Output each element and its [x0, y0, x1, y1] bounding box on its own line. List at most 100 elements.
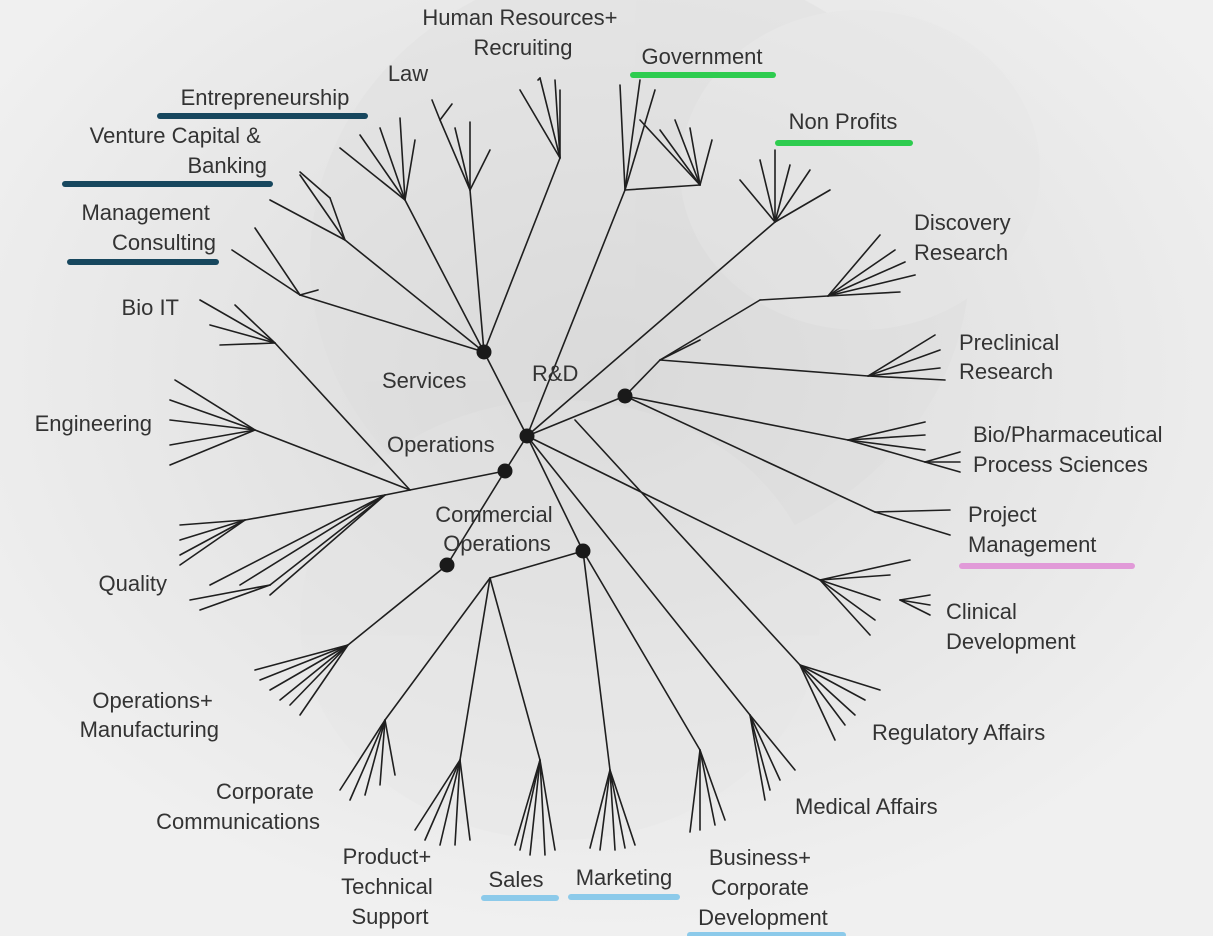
branch-medical-affairs-tip	[749, 714, 781, 781]
branch-preclinical-tip	[867, 375, 946, 381]
branch-operations-manufacturing-tip	[289, 644, 349, 706]
branch-medical-affairs-tip	[749, 714, 771, 791]
branch-clinical-tip	[819, 579, 881, 601]
label-quality: Quality	[99, 571, 167, 596]
branch-clinical-sub-tip	[899, 599, 931, 616]
branch-sales-tip	[519, 759, 541, 851]
branch-regulatory-stem	[574, 419, 801, 666]
branch-preclinical-stem	[659, 359, 869, 377]
branch-government-b-tip	[639, 119, 701, 186]
branch-regulatory-tip	[799, 664, 866, 701]
label-technical-support: Product+ Technical Support	[341, 844, 439, 929]
branch-sales-tip	[539, 759, 546, 856]
hub-node-rnd	[519, 428, 535, 444]
background-portrait	[300, 0, 1040, 840]
branch-bio-it-tip	[209, 324, 276, 344]
branch-sales-tip	[539, 759, 556, 851]
branch-engineering-tip	[174, 379, 256, 431]
branch-business-development-stem	[582, 550, 701, 751]
branch-network	[169, 77, 961, 856]
branch-marketing-tip	[609, 769, 616, 851]
branch-government-a-tip	[619, 84, 626, 191]
branch-medical-affairs-stem	[526, 435, 751, 716]
label-entrepreneurship: Entrepreneurship	[181, 85, 350, 110]
branch-quality-a-tip	[239, 494, 386, 586]
branch-corporate-communications-tip	[384, 719, 396, 776]
branch-government-b-tip	[699, 139, 713, 186]
branch-corporate-communications-tip	[349, 719, 386, 801]
branch-discovery-tip	[827, 274, 916, 297]
label-human-resources: Human Resources+ Recruiting	[422, 5, 623, 60]
branch-quality-c-tip	[179, 519, 246, 526]
branch-process-sciences-tip	[847, 439, 926, 451]
branch-discovery-stem	[759, 295, 829, 301]
branch-technical-support-tip	[424, 759, 461, 841]
branch-corporate-communications-stem	[384, 577, 491, 721]
branch-commercial-left	[489, 550, 584, 579]
label-engineering: Engineering	[35, 411, 152, 436]
branch-clinical-sub-tip	[899, 594, 931, 601]
branch-project-management-tip	[874, 509, 951, 513]
branch-operations-manufacturing-tip	[299, 644, 349, 716]
branch-law-tip	[469, 149, 491, 191]
branch-engineering-tip	[169, 429, 256, 466]
label-business-development: Business+ Corporate Development	[698, 845, 828, 930]
branch-quality-c-tip	[179, 519, 246, 541]
branch-vc-sub	[299, 171, 331, 199]
hub-nodes	[439, 344, 633, 573]
branch-marketing-tip	[599, 769, 611, 851]
branch-corporate-communications-tip	[364, 719, 386, 796]
branch-regulatory-tip	[799, 664, 881, 691]
hub-label-commercial: Commercial	[435, 502, 552, 527]
branch-clinical-stem	[526, 435, 821, 581]
trunk-operations-left	[446, 470, 506, 566]
label-preclinical-research: Preclinical Research	[959, 330, 1065, 384]
branch-government-a-stem	[526, 189, 626, 437]
branch-process-sciences-tip	[847, 434, 926, 441]
trunk-services	[483, 351, 528, 437]
label-marketing: Marketing	[576, 865, 673, 890]
branch-discovery-tip	[827, 291, 901, 297]
branch-operations-manufacturing-tip	[269, 644, 349, 691]
career-labels: Human Resources+ Recruiting Law Entrepre…	[35, 5, 1163, 930]
label-corporate-communications: Corporate Communications	[156, 779, 320, 834]
branch-process-sciences-stem	[624, 395, 849, 441]
label-non-profits: Non Profits	[789, 109, 898, 134]
branch-technical-support-tip	[414, 759, 461, 831]
branch-preclinical-tip	[867, 367, 941, 377]
branch-rnd-upper-tip	[659, 299, 761, 361]
branch-bio-it-tip	[199, 299, 276, 344]
branch-clinical-tip	[819, 559, 911, 581]
label-management-consulting: Management Consulting	[81, 200, 216, 255]
branch-quality-b-stem	[269, 494, 386, 586]
branch-discovery-tip	[827, 249, 896, 297]
label-operations-manufacturing: Operations+ Manufacturing	[80, 688, 219, 742]
highlight-underlines	[62, 72, 1135, 936]
branch-engineering-tip	[169, 419, 256, 431]
branch-hr-tip	[554, 79, 561, 159]
branch-quality-b-tip	[189, 584, 271, 601]
branch-regulatory-tip	[799, 664, 836, 741]
branch-hr-tip	[519, 89, 561, 159]
hub-label-operations-second-line: Operations	[443, 531, 551, 556]
branch-government-a-tip	[624, 89, 656, 191]
branch-law-tip	[439, 119, 471, 191]
branch-bio-it-stem	[274, 342, 411, 491]
branch-clinical-sub-tip	[899, 599, 931, 606]
label-regulatory-affairs: Regulatory Affairs	[872, 720, 1045, 745]
hub-node-rnd-right	[617, 388, 633, 404]
branch-venture-capital-stem	[344, 239, 485, 353]
branch-entrepreneurship-tip	[399, 117, 406, 201]
label-law: Law	[388, 61, 428, 86]
branch-operations-manufacturing-tip	[279, 644, 349, 701]
branch-preclinical-tip	[867, 349, 941, 377]
branch-management-consulting-stem	[299, 294, 485, 353]
branch-management-consulting-tip	[254, 227, 301, 296]
branch-government-b-tip	[659, 129, 701, 186]
hub-node-services	[476, 344, 492, 360]
branch-process-sciences-tip	[847, 421, 926, 441]
branch-business-development-tip	[699, 749, 726, 821]
label-project-management: Project Management	[968, 502, 1096, 557]
branch-project-management-tip	[874, 511, 951, 536]
